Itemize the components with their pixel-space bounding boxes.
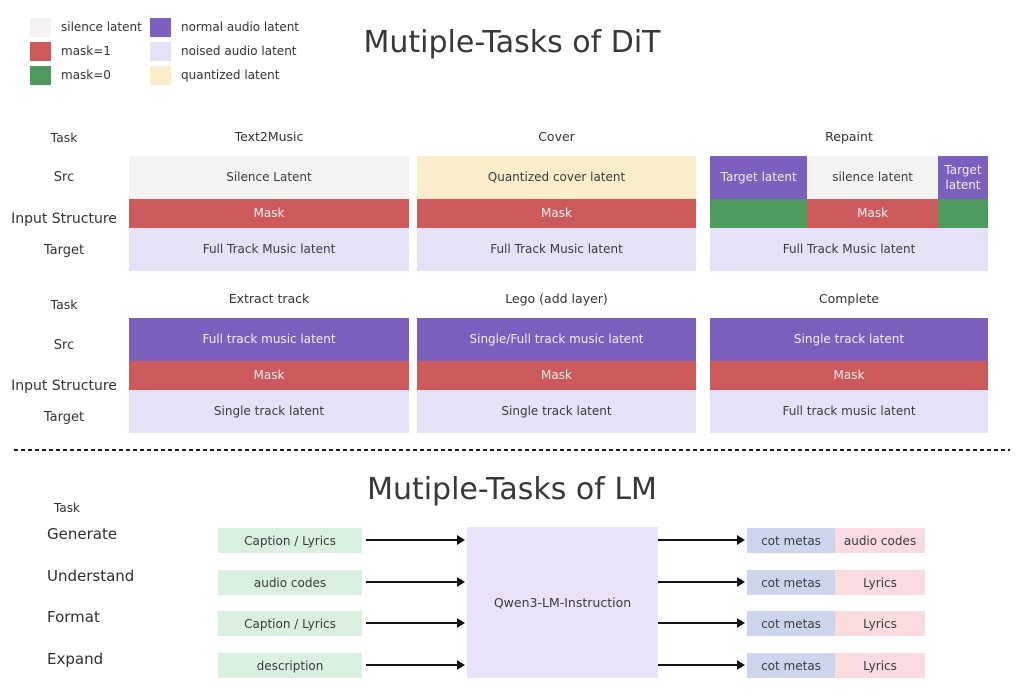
lm-output-box: cot metas: [747, 611, 835, 636]
src-cell: silence latent: [807, 156, 938, 199]
task-header: Lego (add layer): [505, 291, 608, 306]
mask-cell: [937, 199, 988, 228]
task-table-repaint: Repaint Target latent silence latent Tar…: [710, 129, 988, 271]
target-cell: Single track latent: [129, 390, 409, 433]
legend-label: quantized latent: [181, 68, 280, 82]
normal-audio-latent-swatch-icon: [150, 17, 171, 37]
task-header: Text2Music: [234, 129, 304, 144]
legend-item: mask=1: [30, 41, 111, 61]
mask-cell: [710, 199, 808, 228]
legend-label: normal audio latent: [181, 20, 300, 34]
mask1-swatch-icon: [30, 41, 51, 61]
mask-cell: Mask: [129, 361, 409, 390]
quantized-latent-swatch-icon: [150, 65, 171, 85]
noised-audio-latent-swatch-icon: [150, 41, 171, 61]
mask-cell: Mask: [129, 199, 409, 228]
arrow-right-icon: [366, 660, 465, 670]
lm-output-box: cot metas: [747, 570, 835, 595]
task-header: Complete: [818, 291, 880, 306]
src-cell: Single track latent: [710, 318, 988, 361]
row-label-target: Target: [43, 410, 85, 425]
lm-output-box: Lyrics: [835, 653, 925, 678]
task-table-lego: Lego (add layer) Single/Full track music…: [417, 291, 696, 433]
src-cell: Target latent: [937, 156, 988, 199]
legend-label: mask=1: [61, 44, 111, 58]
src-cell: Target latent: [710, 156, 808, 199]
row-label-src: Src: [53, 338, 75, 353]
lm-input-box: Caption / Lyrics: [218, 528, 362, 553]
lm-task-label: Expand: [47, 650, 104, 668]
task-table-cover: Cover Quantized cover latent Mask Full T…: [417, 129, 696, 271]
row-label-input-structure: Input Structure: [11, 211, 117, 227]
lm-input-box: description: [218, 653, 362, 678]
task-header: Repaint: [825, 129, 873, 144]
target-cell: Full Track Music latent: [417, 228, 696, 271]
legend-item: silence latent: [30, 17, 142, 37]
target-cell: Single track latent: [417, 390, 696, 433]
lm-section-title: Mutiple-Tasks of LM: [367, 472, 657, 507]
legend-item: quantized latent: [150, 65, 279, 85]
legend-item: mask=0: [30, 65, 111, 85]
arrow-right-icon: [658, 535, 745, 545]
lm-input-box: audio codes: [218, 570, 362, 595]
lm-model-box: Qwen3-LM-Instruction: [467, 527, 658, 678]
lm-output-box: cot metas: [747, 528, 835, 553]
lm-output-box: Lyrics: [835, 570, 925, 595]
mask-cell: Mask: [807, 199, 938, 228]
task-header: Extract track: [228, 291, 310, 306]
mask0-swatch-icon: [30, 65, 51, 85]
lm-output-box: Lyrics: [835, 611, 925, 636]
task-table-extract-track: Extract track Full track music latent Ma…: [129, 291, 409, 433]
task-table-complete: Complete Single track latent Mask Full t…: [710, 291, 988, 433]
src-cell: Full track music latent: [129, 318, 409, 361]
row-label-task: Task: [50, 130, 78, 145]
arrow-right-icon: [658, 660, 745, 670]
dit-section-title: Mutiple-Tasks of DiT: [363, 25, 661, 60]
legend-label: noised audio latent: [181, 44, 297, 58]
mask-cell: Mask: [417, 199, 696, 228]
mask-cell: Mask: [710, 361, 988, 390]
task-header: Cover: [538, 129, 575, 144]
legend-item: normal audio latent: [150, 17, 299, 37]
silence-latent-swatch-icon: [30, 17, 51, 37]
mask-cell: Mask: [417, 361, 696, 390]
lm-input-box: Caption / Lyrics: [218, 611, 362, 636]
src-cell: Quantized cover latent: [417, 156, 696, 199]
src-cell: Silence Latent: [129, 156, 409, 199]
target-cell: Full track music latent: [710, 390, 988, 433]
target-cell: Full Track Music latent: [710, 228, 988, 271]
row-label-target: Target: [43, 243, 85, 258]
src-cell: Single/Full track music latent: [417, 318, 696, 361]
arrow-right-icon: [366, 535, 465, 545]
target-cell: Full Track Music latent: [129, 228, 409, 271]
arrow-right-icon: [658, 618, 745, 628]
lm-task-label: Format: [47, 608, 100, 626]
legend-item: noised audio latent: [150, 41, 297, 61]
lm-task-header: Task: [54, 501, 80, 515]
lm-task-label: Understand: [47, 567, 135, 585]
task-table-text2music: Text2Music Silence Latent Mask Full Trac…: [129, 129, 409, 271]
lm-task-label: Generate: [47, 525, 118, 543]
row-label-task: Task: [50, 297, 78, 312]
lm-output-box: audio codes: [835, 528, 925, 553]
lm-output-box: cot metas: [747, 653, 835, 678]
legend-label: mask=0: [61, 68, 111, 82]
legend-label: silence latent: [61, 20, 142, 34]
row-label-src: Src: [53, 170, 75, 185]
arrow-right-icon: [366, 618, 465, 628]
arrow-right-icon: [658, 577, 745, 587]
row-label-input-structure: Input Structure: [11, 378, 117, 394]
section-divider: [14, 449, 1010, 451]
arrow-right-icon: [366, 577, 465, 587]
